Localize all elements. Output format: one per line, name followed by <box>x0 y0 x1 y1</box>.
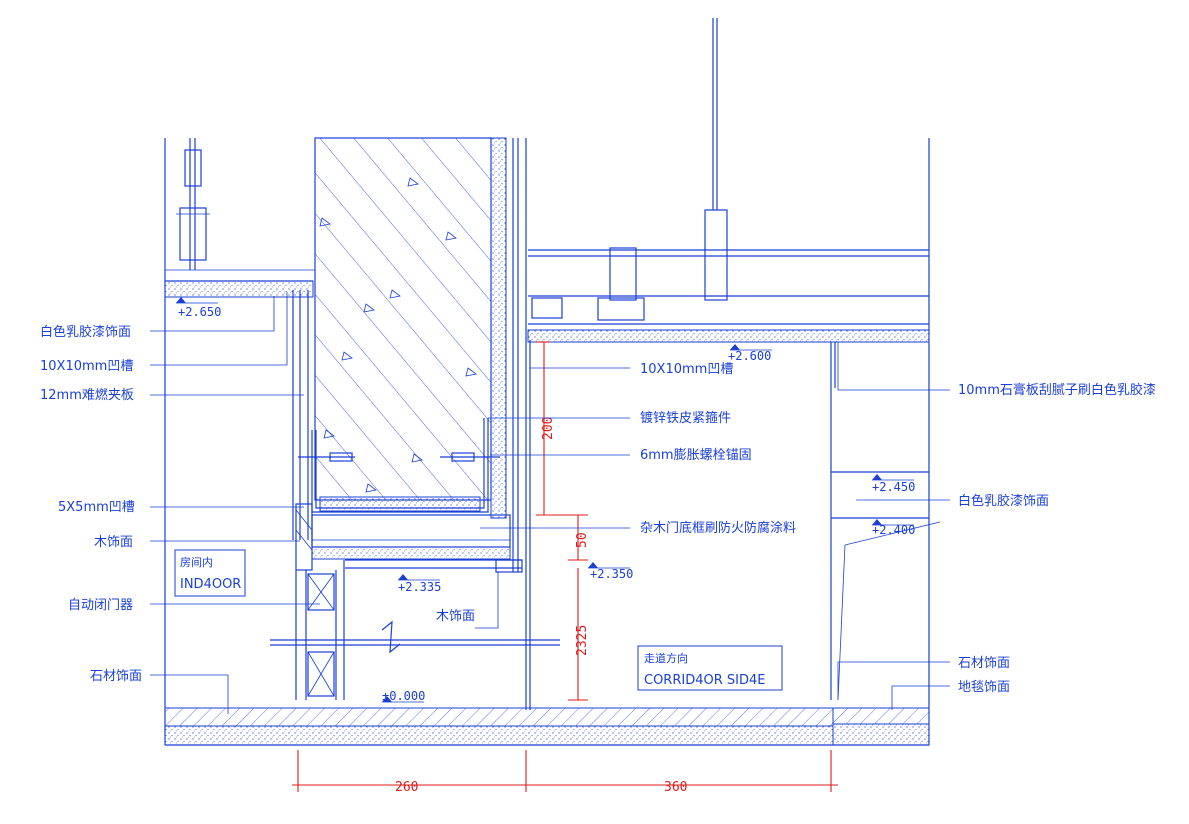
right-labels: 10mm石膏板刮腻子刷白色乳胶漆 白色乳胶漆饰面 石材饰面 地毯饰面 <box>958 382 1156 695</box>
level-0: ±0.000 <box>382 689 425 703</box>
level-2650: +2.650 <box>178 305 221 319</box>
dim-50: 50 <box>575 532 590 548</box>
left-ceiling-hanger <box>176 138 210 270</box>
room-box-corridor: 走道方向 CORRID4OR SID4E <box>637 645 783 691</box>
room-corridor-cn: 走道方向 <box>644 651 688 665</box>
left-ceiling-board <box>164 280 314 298</box>
label-wood-finish-mid: 木饰面 <box>436 609 475 624</box>
left-lining <box>292 290 309 540</box>
label-groove-10-mid: 10X10mm凹槽 <box>640 362 733 377</box>
dim-260: 260 <box>395 780 418 795</box>
label-galv-fastener: 镀锌铁皮紧箍件 <box>640 410 731 426</box>
dimension-lines <box>292 341 838 792</box>
room-indoor-en: IND4OOR <box>180 577 241 592</box>
door-head-frame <box>295 503 523 573</box>
level-lines <box>176 302 914 703</box>
right-ceiling <box>527 18 930 700</box>
dim-2325: 2325 <box>575 625 590 656</box>
label-gypsum: 10mm石膏板刮腻子刷白色乳胶漆 <box>958 382 1156 398</box>
dim-200: 200 <box>541 417 556 440</box>
beam-right-plaster <box>490 137 507 519</box>
label-carpet: 地毯饰面 <box>958 680 1010 695</box>
right-lining <box>512 138 531 710</box>
beam-bottom-plaster <box>319 496 481 512</box>
level-markers <box>176 297 882 702</box>
level-2600: +2.600 <box>728 349 771 363</box>
label-stone-right: 石材饰面 <box>958 656 1010 671</box>
left-labels: 白色乳胶漆饰面 10X10mm凹槽 12mm难燃夹板 5X5mm凹槽 木饰面 自… <box>40 324 142 684</box>
galvanized-fastener <box>298 418 500 513</box>
level-2400: +2.400 <box>872 523 915 537</box>
outer-frame <box>164 138 930 745</box>
dimension-texts: 260 360 200 50 2325 <box>395 417 687 795</box>
room-indoor-cn: 房间内 <box>180 555 213 569</box>
label-expansion-bolt: 6mm膨胀螺栓锚固 <box>640 448 752 463</box>
label-groove-10-left: 10X10mm凹槽 <box>40 359 133 374</box>
concrete-beam <box>314 137 492 501</box>
concrete-triangles <box>319 177 477 493</box>
leader-lines <box>150 292 950 714</box>
door-leaf <box>270 560 560 700</box>
label-wood-finish-left: 木饰面 <box>94 535 133 550</box>
label-door-frame-paint: 杂木门底框刷防火防腐涂料 <box>640 520 796 536</box>
label-fire-board: 12mm难燃夹板 <box>40 387 134 403</box>
dim-360: 360 <box>664 780 687 795</box>
level-2350: +2.350 <box>590 567 633 581</box>
level-2450: +2.450 <box>872 480 915 494</box>
level-2335: +2.335 <box>398 580 441 594</box>
label-door-closer: 自动闭门器 <box>68 598 133 613</box>
middle-labels: 10X10mm凹槽 镀锌铁皮紧箍件 6mm膨胀螺栓锚固 杂木门底框刷防火防腐涂料… <box>436 362 796 624</box>
label-white-latex-left: 白色乳胶漆饰面 <box>40 324 131 340</box>
floor <box>164 707 930 746</box>
label-stone-left: 石材饰面 <box>90 669 142 684</box>
room-corridor-en: CORRID4OR SID4E <box>644 673 765 688</box>
room-box-indoor: 房间内 IND4OOR <box>174 549 246 597</box>
label-groove-5: 5X5mm凹槽 <box>58 500 135 515</box>
label-white-latex-right: 白色乳胶漆饰面 <box>958 493 1049 509</box>
level-texts: +2.650 +2.600 +2.450 +2.400 +2.335 +2.35… <box>178 305 915 703</box>
